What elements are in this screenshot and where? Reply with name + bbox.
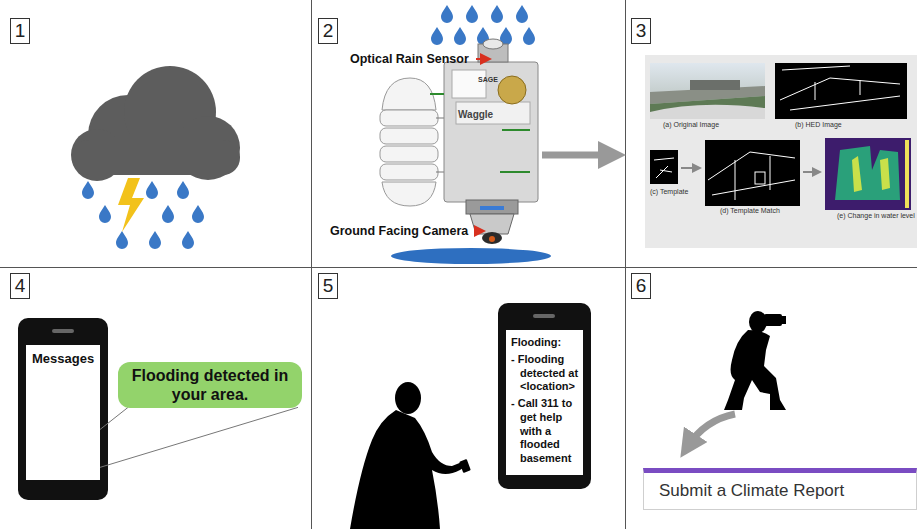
node-text: Messages [32, 351, 94, 366]
callout-number: 1 [15, 20, 26, 42]
figure-caption: (c) Template [650, 188, 688, 195]
logo-text: SAGE [478, 76, 498, 83]
message-bubble: Flooding detected in your area. [118, 362, 302, 408]
callout-number: 6 [636, 275, 647, 297]
node-text: - Call 311 to get help with a flooded ba… [511, 397, 580, 466]
water-puddle [391, 248, 551, 264]
leader-arrow [476, 58, 490, 60]
report-button: Submit a Climate Report [643, 468, 917, 510]
node-text: - Flooding detected at <location> [511, 353, 580, 394]
part-label: Ground Facing Camera [330, 224, 468, 238]
figure-caption: (a) Original Image [663, 121, 719, 128]
storm-cloud [71, 66, 240, 181]
ground-facing-camera [466, 200, 518, 244]
phone-screen: Messages [26, 345, 100, 480]
flow-arrow [542, 152, 612, 159]
phone-screen: Flooding: - Flooding detected at <locatio… [506, 330, 583, 475]
callout-number: 4 [15, 275, 26, 297]
analysis-figure [645, 55, 917, 248]
leader-line [88, 407, 298, 471]
panel-number: 6 [631, 273, 651, 299]
panel-number: 1 [10, 18, 30, 44]
flow-arrow [688, 414, 735, 446]
phone [498, 303, 591, 489]
logo-text: Waggle [458, 109, 493, 120]
leader-arrow [477, 230, 484, 232]
callout-number: 2 [323, 20, 334, 42]
callout-number: 3 [636, 20, 647, 42]
node-text: Flooding: [511, 336, 580, 350]
radiation-shield [380, 78, 446, 206]
lightning-bolt [118, 178, 144, 232]
photographer-silhouette [724, 311, 786, 410]
figure-caption: (b) HED Image [795, 121, 842, 128]
rain-drops [431, 5, 535, 45]
node-text: Flooding detected in your area. [128, 366, 292, 404]
figure-caption: (d) Template Match [720, 207, 780, 214]
person-silhouette [350, 382, 471, 529]
panel-number: 2 [318, 18, 338, 44]
figure-panel: (a) Original Image (b) HED Image (c) Templ… [645, 55, 917, 248]
rain-drops [82, 181, 204, 249]
figure-caption: (e) Change in water level [837, 212, 915, 219]
part-label: Optical Rain Sensor [350, 52, 469, 66]
panel-number: 4 [10, 273, 30, 299]
callout-number: 5 [323, 275, 334, 297]
panel-number: 5 [318, 273, 338, 299]
panel-number: 3 [631, 18, 651, 44]
phone [18, 318, 108, 500]
node-text: Submit a Climate Report [659, 481, 844, 501]
